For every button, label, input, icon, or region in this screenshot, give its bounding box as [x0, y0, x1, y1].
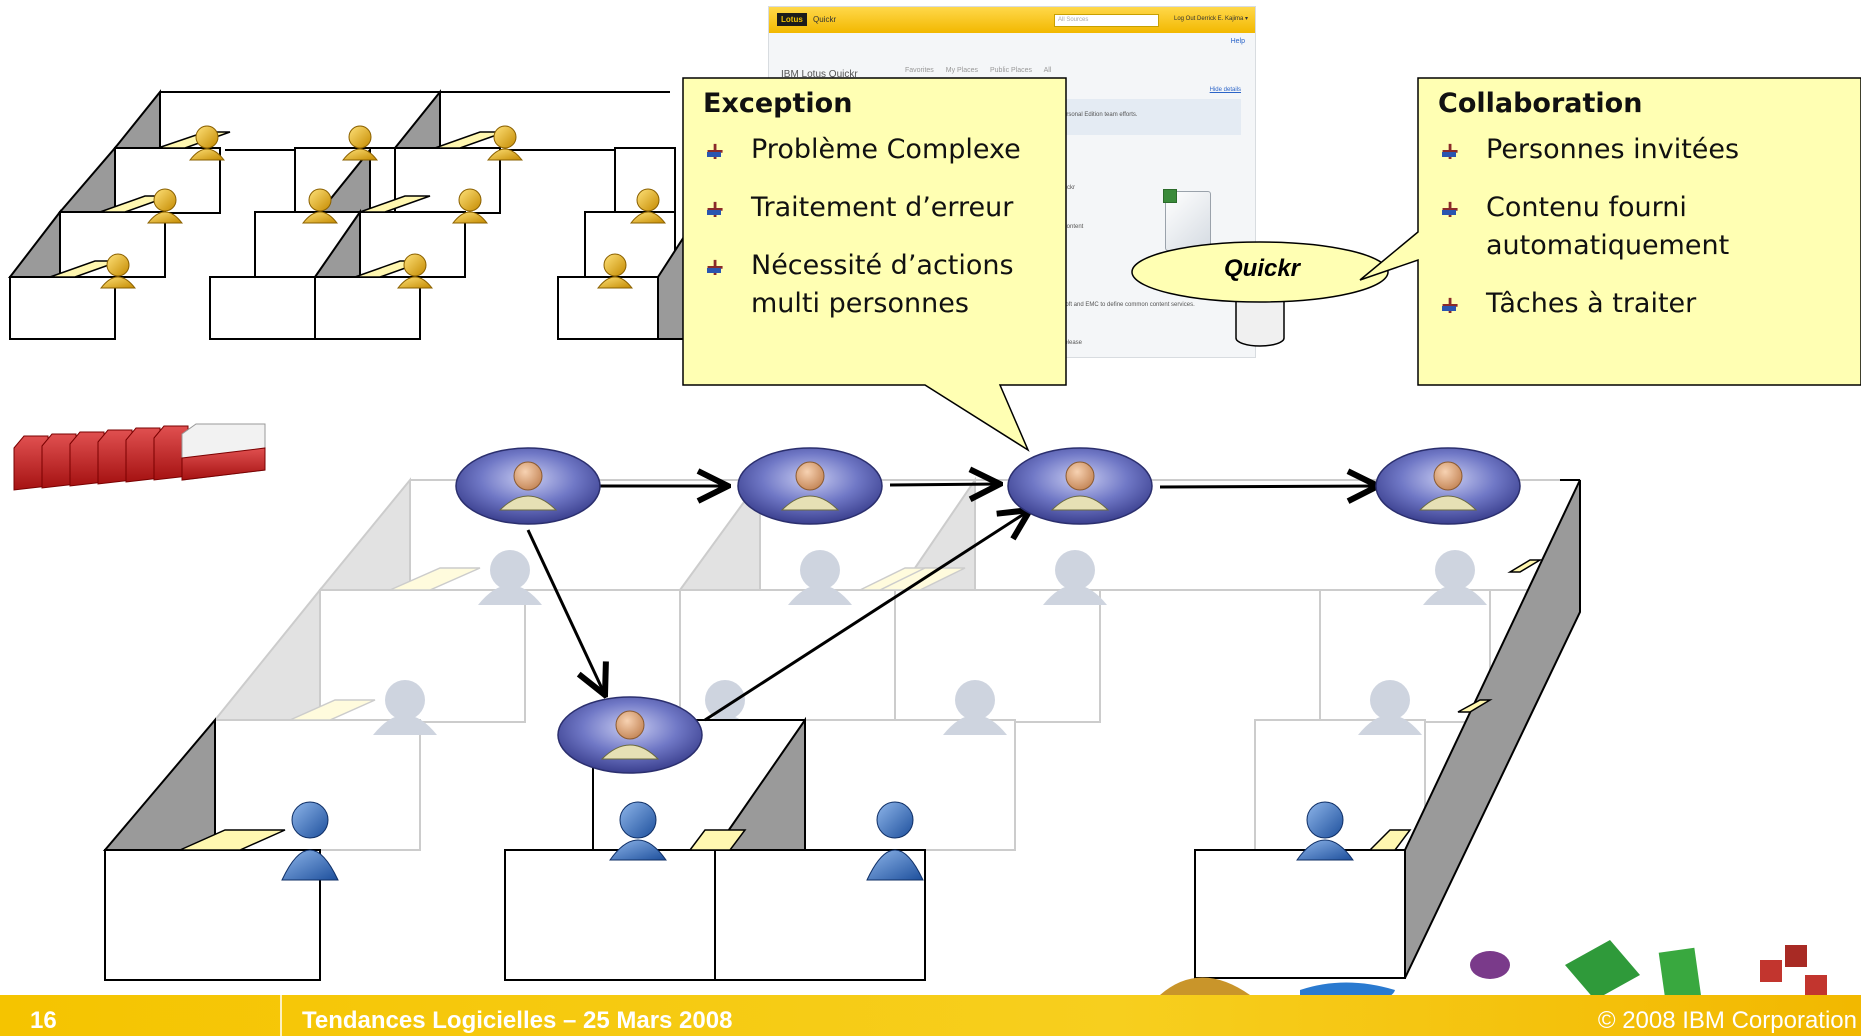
collaboration-item: Tâches à traiter — [1486, 288, 1697, 319]
exception-item: Traitement d’erreur — [751, 192, 1014, 223]
footer-divider — [280, 995, 282, 1036]
quickr-label: Quickr — [1223, 255, 1301, 282]
bullet-icon: + — [705, 248, 725, 286]
copyright: © 2008 IBM Corporation — [1597, 1007, 1857, 1034]
tab-my-places[interactable]: My Places — [945, 67, 979, 74]
collaboration-callout-box — [1359, 77, 1861, 386]
bullet-icon: + — [705, 190, 725, 228]
bullet-icon: + — [1440, 286, 1460, 324]
page-number: 16 — [30, 1007, 57, 1034]
collaboration-item: Contenu fourni automatiquement — [1486, 192, 1730, 261]
quickr-text-line: osoft and EMC to define common content s… — [1059, 302, 1195, 308]
quickr-text-line: t release — [1059, 340, 1083, 346]
bullet-icon: + — [1440, 132, 1460, 170]
quickr-text-line: s content — [1059, 224, 1084, 230]
exception-callout-box — [682, 77, 1067, 452]
lotus-logo: Lotus — [777, 13, 807, 26]
quickr-server — [1131, 241, 1389, 347]
collaboration-item: Personnes invitées — [1486, 134, 1740, 165]
document-badge-icon — [1163, 189, 1177, 203]
exception-title: Exception — [703, 88, 853, 119]
list-item: + Personnes invitées — [1438, 131, 1848, 169]
list-item: + Contenu fourni automatiquement — [1438, 189, 1848, 265]
quickr-logout-link[interactable]: Log Out Derrick E. Kajima ▾ — [1174, 16, 1249, 22]
quickr-search-input[interactable]: All Sources — [1054, 14, 1159, 27]
bullet-icon: + — [705, 132, 725, 170]
person-node-4 — [1375, 447, 1521, 525]
folders-icon — [13, 423, 266, 491]
quickr-page-title: IBM Lotus Quickr — [781, 69, 858, 80]
person-node-1 — [455, 447, 601, 525]
quickr-topbar: Lotus Quickr All Sources Log Out Derrick… — [769, 7, 1255, 33]
person-node-3 — [1007, 447, 1153, 525]
quickr-help-link[interactable]: Help — [1230, 38, 1245, 45]
person-node-5 — [557, 696, 703, 774]
list-item: + Tâches à traiter — [1438, 285, 1848, 323]
collaboration-title: Collaboration — [1438, 88, 1643, 119]
quickr-text-line: Personal Edition team efforts. — [1059, 112, 1138, 118]
tab-public-places[interactable]: Public Places — [990, 67, 1033, 74]
list-item: + Traitement d’erreur — [703, 189, 1063, 227]
tab-all[interactable]: All — [1043, 67, 1052, 74]
quickr-product-name: Quickr — [813, 15, 837, 24]
exception-item: Problème Complexe — [751, 134, 1021, 165]
quickr-tabs: Favorites My Places Public Places All — [905, 67, 1061, 74]
workflow-arrows — [526, 484, 1378, 722]
bullet-icon: + — [1440, 190, 1460, 228]
list-item: + Problème Complexe — [703, 131, 1063, 169]
list-item: + Nécessité d’actions multi personnes — [703, 247, 1063, 323]
exception-item: Nécessité d’actions multi personnes — [751, 250, 1014, 319]
exception-list: +Problème Complexe +Traitement d’erreur … — [703, 131, 1063, 323]
hide-details-link[interactable]: Hide details — [1209, 87, 1241, 93]
event-title: Tendances Logicielles – 25 Mars 2008 — [302, 1007, 733, 1034]
exception-callout: Exception + Problème Complexe + Traitement… — [703, 88, 1063, 343]
slide-footer: 16 Tendances Logicielles – 25 Mars 2008 … — [0, 995, 1861, 1036]
tab-favorites[interactable]: Favorites — [905, 67, 934, 74]
top-cubicle-cluster — [7, 89, 701, 340]
quickr-text-line: quickr — [1059, 185, 1076, 191]
collaboration-list: + Personnes invitées + Contenu fourni auto… — [1438, 131, 1848, 323]
faded-cubicle-floor — [212, 476, 1580, 851]
person-node-2 — [737, 447, 883, 525]
collaboration-callout: Collaboration + Personnes invitées + Conte… — [1438, 88, 1848, 343]
